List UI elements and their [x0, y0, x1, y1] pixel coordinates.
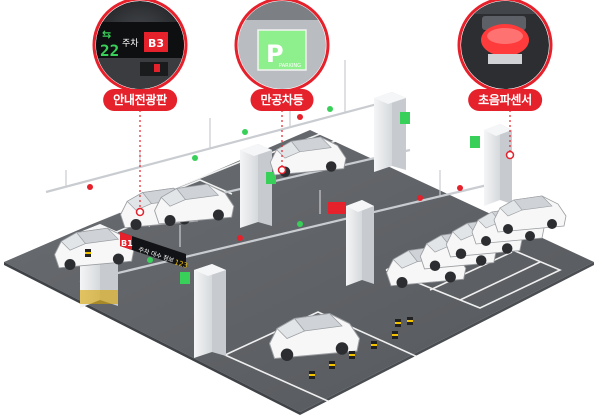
- floor-sign-count: 123: [173, 258, 188, 270]
- pillar: [374, 92, 410, 172]
- pillar: [346, 200, 374, 286]
- sign-caption: PARKING: [279, 63, 301, 69]
- callout-ultrasonic-sensor: [457, 0, 553, 93]
- callout-label-parking-light: 만공차등: [250, 89, 314, 111]
- parked-car: [493, 195, 567, 235]
- sign-arrow-icon: ⇆: [102, 28, 111, 41]
- sign-count: 22: [100, 41, 119, 60]
- sign-level: B3: [148, 37, 164, 50]
- callout-parking-light: P PARKING: [234, 0, 330, 93]
- pillar: [240, 144, 276, 228]
- callout-label-guidance-display: 안내전광판: [103, 89, 177, 111]
- callout-anchors: [135, 150, 515, 217]
- floor-sign-level: B1: [121, 239, 133, 248]
- pillar: [470, 124, 512, 206]
- level-mini-sign: [328, 202, 346, 214]
- sign-letter: P: [266, 40, 284, 68]
- ceiling-hangers: [65, 60, 441, 247]
- pillar: [180, 264, 226, 358]
- callout-leaders: [139, 110, 511, 210]
- callout-guidance-display: ⇆ 22 주차 B3: [92, 0, 188, 93]
- callout-label-ultrasonic-sensor: 초음파센서: [468, 89, 542, 111]
- sign-word: 주차: [122, 37, 139, 49]
